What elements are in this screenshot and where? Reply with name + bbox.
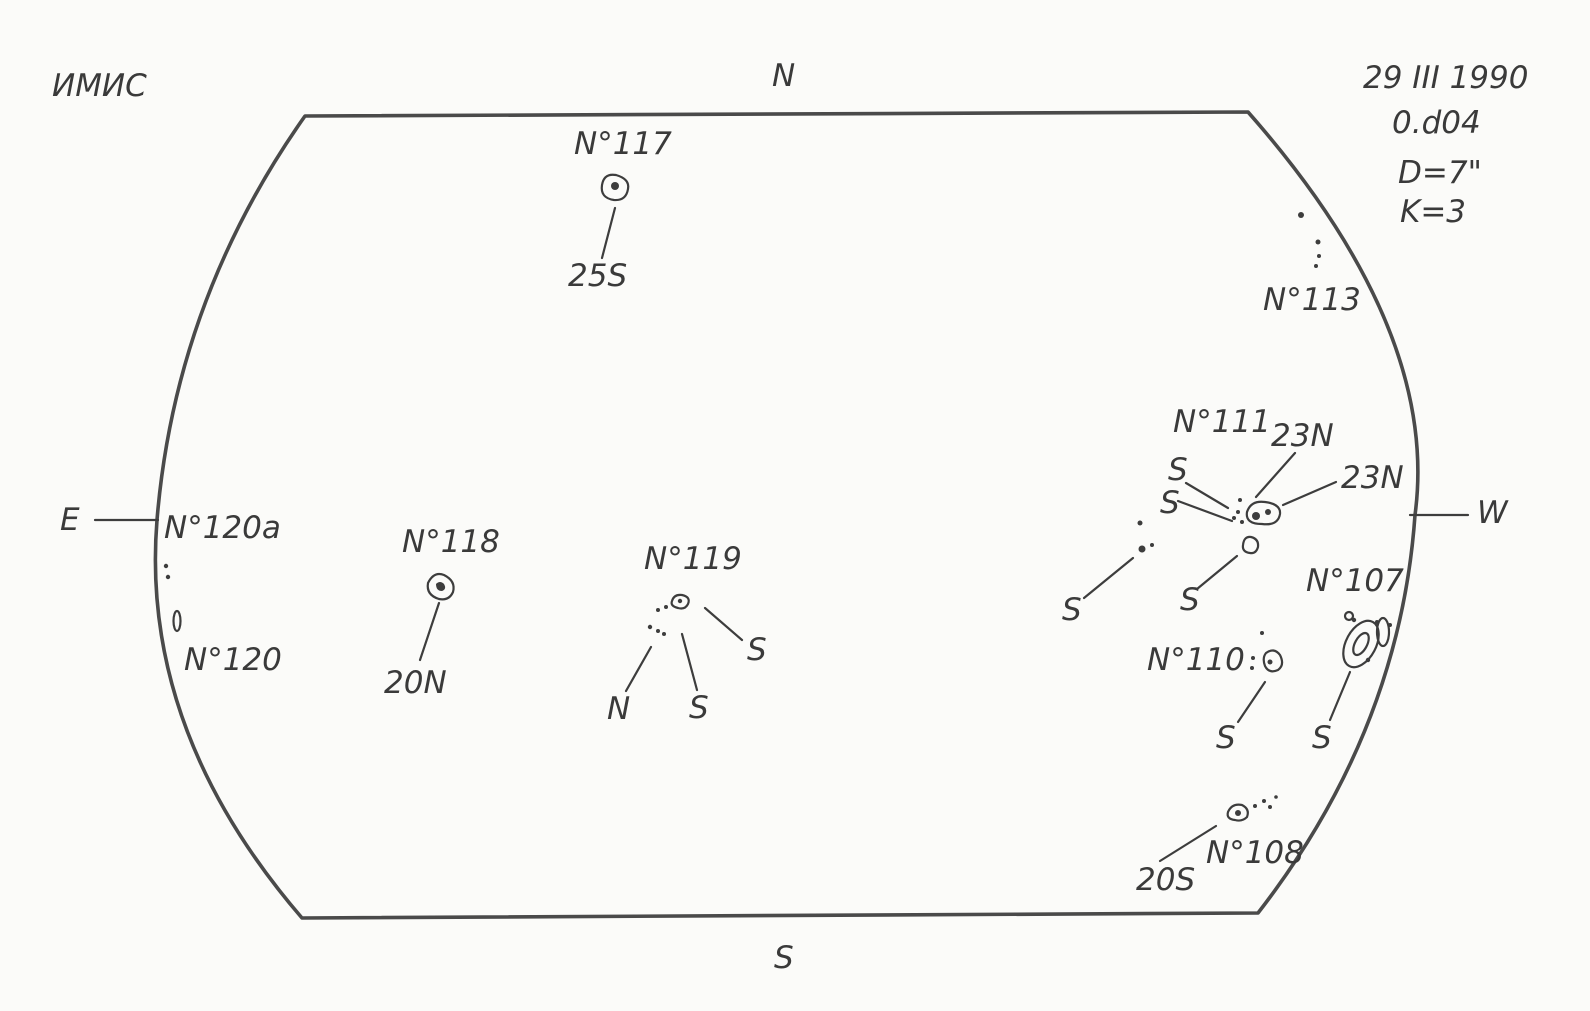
- group-108-polarity: 20S: [1136, 862, 1195, 898]
- group-118-spot: [426, 572, 455, 601]
- date-label: 29 III 1990: [1363, 60, 1528, 96]
- group-118-label: N°118: [402, 524, 500, 560]
- group-113: N°113: [1263, 212, 1361, 318]
- group-120a-label: N°120a: [164, 510, 281, 546]
- group-111-label: N°111: [1173, 404, 1271, 440]
- quality-label: K=3: [1400, 194, 1466, 230]
- group-119-polarity-n: N: [607, 691, 630, 727]
- group-117: N°117 25S: [568, 126, 672, 294]
- group-110-label: N°110: [1147, 642, 1245, 678]
- group-119-spot: [670, 593, 690, 610]
- west-label: W: [1477, 495, 1509, 531]
- group-117-label: N°117: [574, 126, 672, 162]
- group-107-penumbra: [1342, 619, 1380, 669]
- group-111-polarity-f: S: [1180, 582, 1200, 618]
- group-107: N°107 S: [1306, 563, 1404, 756]
- diameter-label: D=7": [1398, 155, 1482, 191]
- group-119-label: N°119: [644, 541, 742, 577]
- group-111-polarity-d: S: [1160, 485, 1180, 521]
- east-label: E: [60, 502, 80, 538]
- group-120-label: N°120: [184, 642, 282, 678]
- group-111: N°111 23N 23N S S S S: [1062, 404, 1404, 628]
- group-108: N°108 20S: [1136, 795, 1304, 898]
- group-111-main-spot: [1245, 500, 1282, 526]
- group-119-polarity-s: S: [689, 690, 709, 726]
- group-111-polarity-a: 23N: [1271, 418, 1334, 454]
- group-113-label: N°113: [1263, 282, 1361, 318]
- group-117-spot: [600, 173, 630, 202]
- group-117-polarity: 25S: [568, 258, 627, 294]
- group-111-polarity-b: 23N: [1341, 460, 1404, 496]
- time-label: 0.d04: [1392, 105, 1481, 141]
- group-107-polarity: S: [1312, 720, 1332, 756]
- group-119-polarity-east: S: [747, 632, 767, 668]
- group-108-label: N°108: [1206, 835, 1304, 871]
- group-118-polarity: 20N: [384, 665, 447, 701]
- solar-disk-outline: [153, 110, 1420, 920]
- group-107-label: N°107: [1306, 563, 1404, 599]
- group-110-spot: [1262, 649, 1284, 673]
- south-label: S: [774, 940, 794, 976]
- north-label: N: [772, 58, 795, 94]
- group-108-spot: [1226, 803, 1249, 822]
- group-111-polarity-e: S: [1062, 592, 1082, 628]
- group-120: N°120: [172, 609, 282, 678]
- group-119: N°119 S N S: [607, 541, 767, 727]
- institution-label: ИМИС: [52, 68, 147, 104]
- group-110-polarity: S: [1216, 720, 1236, 756]
- group-120a: N°120a: [163, 510, 281, 580]
- group-118: N°118 20N: [384, 524, 500, 701]
- group-111-polarity-c: S: [1168, 452, 1188, 488]
- group-110: N°110 S: [1147, 631, 1284, 756]
